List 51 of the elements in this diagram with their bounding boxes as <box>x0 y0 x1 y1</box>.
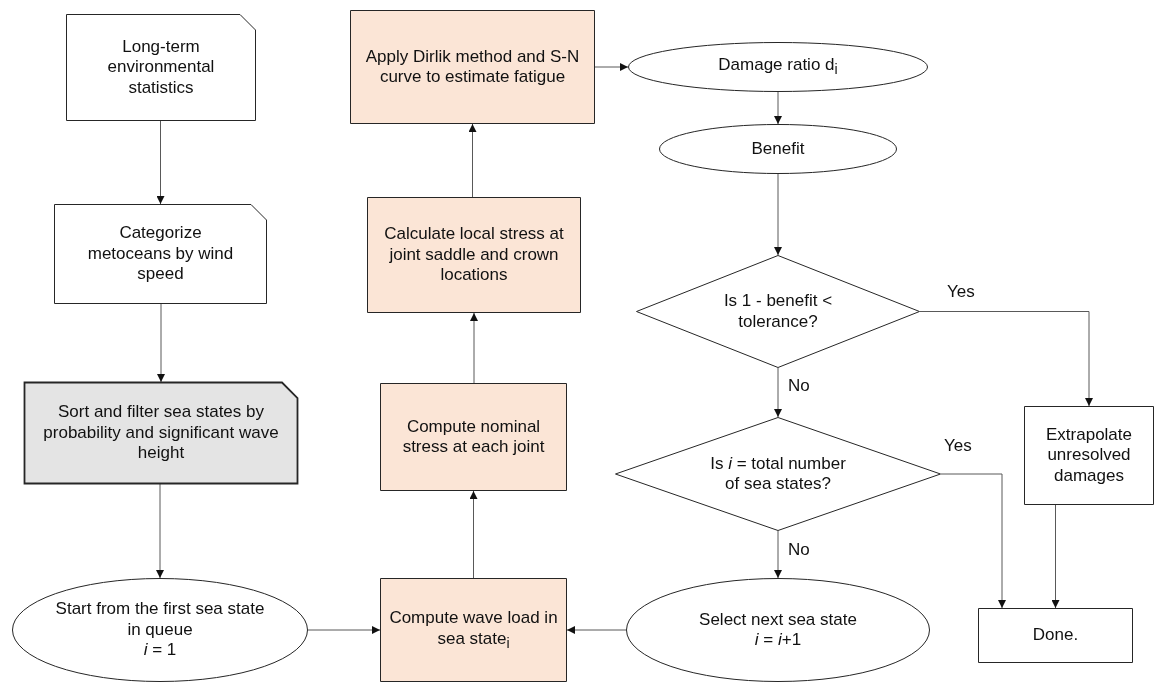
process-box <box>380 383 567 491</box>
step-text: i = i+1 <box>754 630 802 651</box>
arrow <box>774 173 782 256</box>
step-text: Benefit <box>751 138 805 160</box>
arrow <box>468 123 477 198</box>
edge-label: Yes <box>947 282 975 302</box>
arrow <box>940 473 1006 609</box>
terminal-ellipse <box>628 42 928 92</box>
decision-diamond <box>636 255 920 368</box>
arrow <box>774 367 782 418</box>
document-box <box>66 14 256 121</box>
step-text: Compute wave load in sea state$_{i}$ <box>388 608 559 652</box>
step-text: i = 1 <box>143 640 177 661</box>
edge-label: Yes <box>944 436 972 456</box>
arrow <box>594 63 629 71</box>
document-box <box>54 204 267 304</box>
terminal-ellipse <box>12 578 308 682</box>
arrow <box>156 483 164 579</box>
arrow <box>156 120 165 205</box>
arrow <box>566 626 627 634</box>
step-text: Long-term environmental statistics <box>106 36 216 99</box>
arrow <box>774 530 782 579</box>
step-text: Damage ratio d$_{i}$ <box>718 55 838 79</box>
step-text: Done. <box>1032 625 1079 646</box>
arrow <box>774 91 782 125</box>
arrow <box>470 312 478 384</box>
step-text: Select next sea state <box>699 609 857 630</box>
process-box <box>380 578 567 682</box>
document-box <box>24 382 298 484</box>
terminal-ellipse <box>659 124 897 174</box>
terminal-ellipse <box>626 578 930 682</box>
arrow <box>1051 504 1060 609</box>
decision-diamond <box>615 417 941 531</box>
step-text: Sort and filter sea states by probability and significant wave height <box>42 402 280 464</box>
step-text: Categorize metoceans by wind speed <box>86 223 235 285</box>
arrow <box>469 490 478 579</box>
process-box <box>350 10 595 124</box>
edge-label: No <box>788 540 810 560</box>
arrow <box>307 626 381 634</box>
process-box <box>978 608 1133 663</box>
process-box <box>367 197 581 313</box>
step-text: Calculate local stress at joint saddle and crown locations <box>383 224 565 286</box>
arrow <box>157 303 165 383</box>
step-text: Apply Dirlik method and S-N curve to estimate fatigue <box>364 46 581 88</box>
step-text: Is 1 - benefit < tolerance? <box>722 291 834 332</box>
step-text: Compute nominal stress at each joint <box>401 416 546 458</box>
process-box <box>1024 406 1154 505</box>
step-text: Extrapolate unresolved damages <box>1045 424 1133 487</box>
step-text: Is i = total number of sea states? <box>709 453 847 495</box>
edge-label: No <box>788 376 810 396</box>
arrow <box>919 311 1093 407</box>
